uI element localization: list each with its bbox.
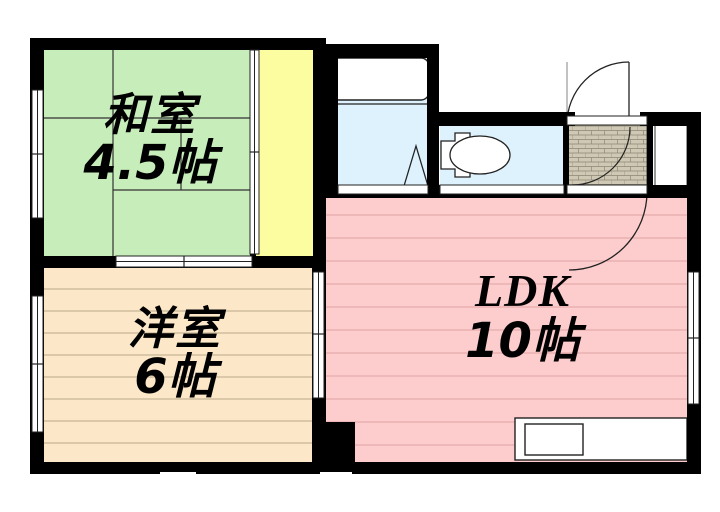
wall-corridor-top — [427, 112, 575, 126]
window-ldk-right[interactable] — [687, 271, 700, 405]
door-entrance-outer-swing — [566, 61, 630, 125]
room-fill-closet — [256, 48, 313, 256]
wall-outer-top-left — [30, 38, 326, 50]
pillar-ldk-bottomleft — [312, 422, 355, 474]
door-closet-sliding[interactable] — [249, 49, 260, 255]
ldk-name: LDK — [475, 265, 570, 316]
room-fill-youshitsu — [44, 266, 312, 464]
entrance-tile-floor — [566, 123, 648, 187]
wall-outer-bottom — [30, 462, 688, 474]
window-washitsu-left[interactable] — [31, 89, 44, 219]
door-washitsu-youshitsu[interactable] — [115, 255, 253, 268]
bathtub-fixture — [330, 57, 430, 101]
youshitsu-name: 洋室 — [127, 302, 222, 355]
wall-entrance-right — [687, 112, 701, 192]
door-entrance-threshold[interactable] — [566, 115, 648, 195]
ldk-size: 10帖 — [465, 313, 580, 369]
room-label-washitsu: 和室 4.5帖 — [60, 92, 240, 187]
flooring-lines-youshitsu — [44, 288, 312, 444]
wall-toilet-right — [563, 118, 569, 192]
wall-bath-top — [326, 44, 438, 58]
tatami-mat-lines — [44, 48, 250, 256]
room-fill-washitsu — [44, 48, 250, 256]
kitchen-sink-basin — [524, 423, 584, 456]
room-label-ldk: LDK 10帖 — [435, 265, 610, 369]
door-genkan-inner-swing — [571, 126, 631, 186]
shoe-cabinet — [654, 123, 688, 187]
wall-entrance-shoebox — [647, 118, 653, 192]
window-youshitsu-left[interactable] — [31, 295, 44, 433]
toilet-fixture — [440, 132, 511, 178]
wall-entrance-top — [640, 112, 701, 126]
room-label-youshitsu: 洋室 6帖 — [85, 306, 265, 401]
washitsu-size: 4.5帖 — [83, 135, 217, 191]
wall-bath-left — [326, 44, 338, 192]
door-toilet[interactable] — [439, 184, 565, 195]
wall-closet-right — [313, 38, 326, 268]
washitsu-name: 和室 — [102, 88, 197, 141]
door-bath-entry[interactable] — [337, 184, 429, 195]
kitchen-counter — [514, 417, 688, 461]
youshitsu-size: 6帖 — [134, 349, 216, 405]
door-entrance-inner-swing — [568, 191, 648, 271]
door-bath-folding — [403, 143, 429, 187]
door-youshitsu-ldk[interactable] — [312, 271, 325, 399]
